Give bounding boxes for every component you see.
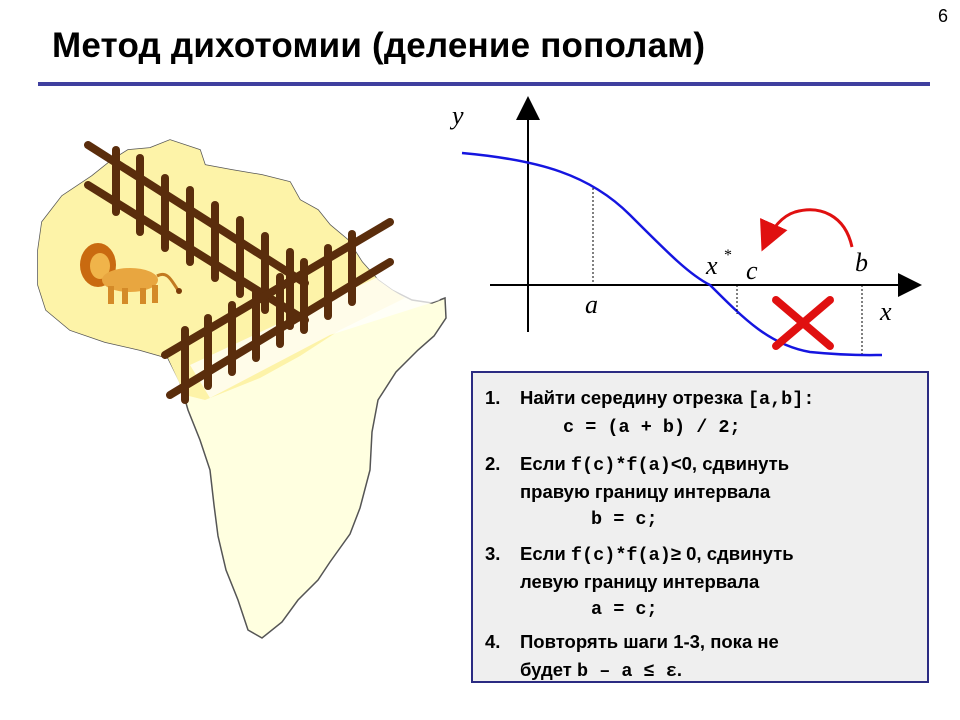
c-label: c [746,256,758,285]
step-number: 2. [485,453,501,474]
slide-title: Метод дихотомии (деление пополам) [52,26,706,65]
step-text: Если f(c)*f(a)<0, сдвинуть [520,453,790,476]
root-label: x [705,251,718,280]
a-label: a [585,290,598,319]
step-number: 1. [485,387,501,408]
step-text: Если f(c)*f(a)≥ 0, сдвинуть [520,543,794,566]
algorithm-box: 1. Найти середину отрезка [a,b]: c = (a … [471,371,929,683]
lion-icon [80,243,182,304]
x-axis-label: x [879,297,892,326]
root-star: * [724,247,732,264]
step-number: 4. [485,631,501,652]
step-text: Повторять шаги 1-3, пока не [520,631,779,652]
slide-number: 6 [937,6,948,26]
cross-icon [772,296,834,350]
step-number: 3. [485,543,501,564]
move-arrow [760,208,854,252]
title-underline [38,82,930,86]
y-axis-label: y [449,101,464,130]
b-label: b [855,248,868,277]
function-curve [461,151,883,357]
step-text: Найти середину отрезка [a,b]: [520,387,815,410]
fence-lower [161,218,394,404]
